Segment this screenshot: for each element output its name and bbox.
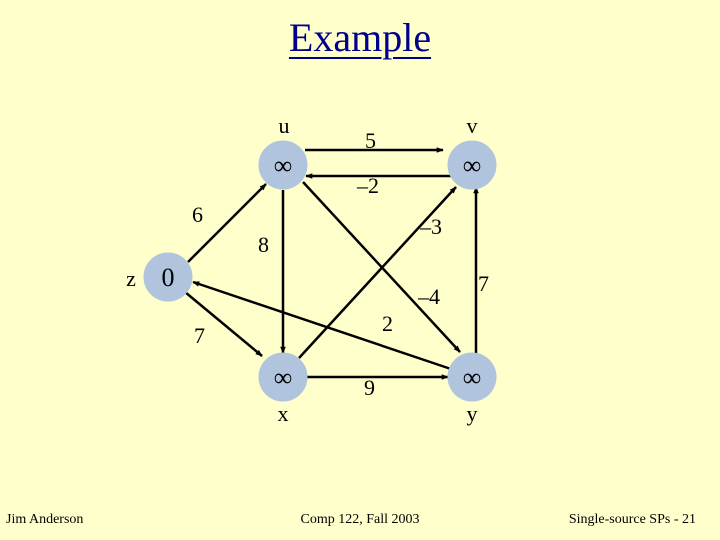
- weight-z-u: 6: [192, 202, 203, 227]
- edge-z-x: [184, 291, 263, 357]
- node-y-value: ∞: [463, 363, 482, 392]
- node-v-circle: [447, 140, 497, 190]
- weight-z-x: 7: [194, 323, 205, 348]
- weight-v-u: –2: [356, 173, 379, 198]
- node-u: ∞ u: [258, 113, 308, 190]
- node-u-value: ∞: [274, 151, 293, 180]
- node-v-value: ∞: [463, 151, 482, 180]
- footer-page: Single-source SPs - 21: [568, 512, 696, 527]
- node-x-value: ∞: [274, 363, 293, 392]
- node-z-value: 0: [162, 263, 175, 292]
- node-u-circle: [258, 140, 308, 190]
- footer-course: Comp 122, Fall 2003: [300, 512, 420, 527]
- node-v-name: v: [467, 113, 478, 138]
- node-y-name: y: [467, 401, 478, 426]
- slide-title-text: Example: [288, 15, 432, 60]
- weight-x-y: 9: [364, 375, 375, 400]
- node-x-circle: [258, 352, 308, 402]
- node-x: ∞ x: [258, 352, 308, 426]
- node-v: ∞ v: [447, 113, 497, 190]
- footer-author: Jim Anderson: [6, 512, 84, 527]
- node-z-circle: [143, 252, 193, 302]
- weight-x-v: –3: [419, 214, 442, 239]
- nodes: ∞ u ∞ v 0 z ∞ x ∞ y: [126, 113, 497, 426]
- slide-title: Example: [0, 14, 720, 61]
- node-y-circle: [447, 352, 497, 402]
- node-y: ∞ y: [447, 352, 497, 426]
- weight-u-v: 5: [365, 128, 376, 153]
- edge-y-z: [192, 280, 452, 371]
- node-u-name: u: [279, 113, 290, 138]
- weight-u-x: 8: [258, 232, 269, 257]
- edge-weights: 5 –2 6 8 –4 –3 7 2 7 9: [192, 128, 489, 400]
- weight-u-y: –4: [417, 284, 440, 309]
- edge-z-u: [187, 183, 267, 263]
- edges: [184, 147, 479, 380]
- node-z: 0 z: [126, 252, 193, 302]
- weight-y-v: 7: [478, 271, 489, 296]
- node-z-name: z: [126, 266, 136, 291]
- edge-x-v: [298, 186, 457, 359]
- node-x-name: x: [278, 401, 289, 426]
- weight-y-z: 2: [382, 311, 393, 336]
